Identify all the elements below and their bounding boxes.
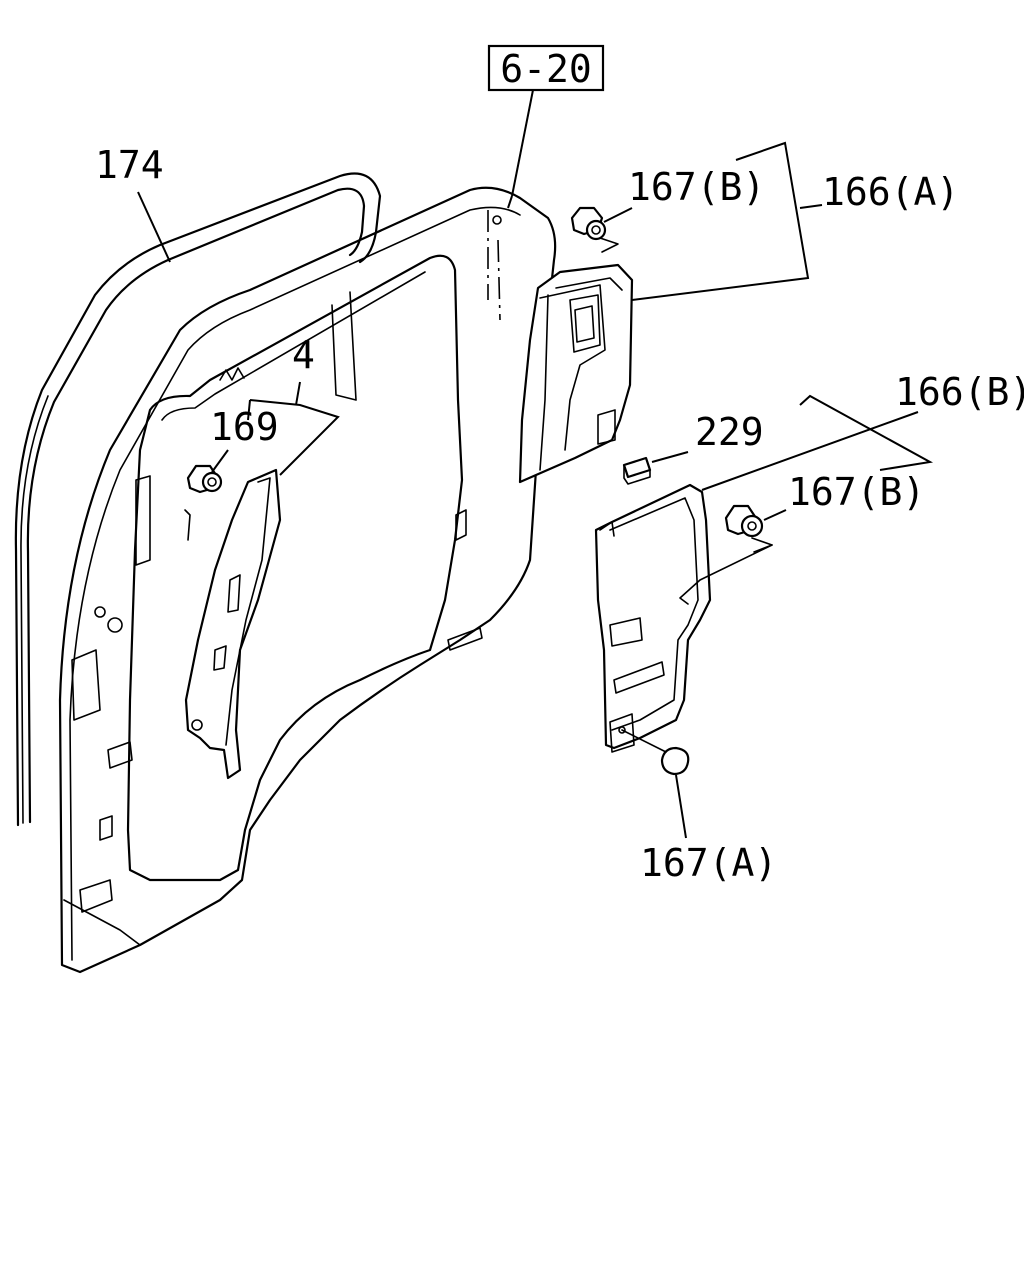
leader-ref-box [511, 89, 534, 197]
leader-169 [211, 449, 229, 473]
callout-167b-upper: 167(B) [628, 165, 765, 209]
reference-box: 6-20 [487, 44, 605, 92]
clip-167b-lower [679, 504, 773, 605]
clip-169 [186, 464, 223, 494]
lower-door-trim [594, 483, 712, 753]
pad-229 [622, 456, 652, 485]
clip-167b-upper [570, 206, 619, 253]
pillar-trim [184, 468, 282, 780]
callout-166b: 166(B) [895, 370, 1024, 414]
reference-label: 6-20 [500, 47, 592, 91]
leader-ref-to-panel [507, 195, 513, 209]
leader-4-branch [247, 399, 251, 421]
callout-167a: 167(A) [640, 841, 777, 885]
clip-167a [618, 726, 690, 776]
callout-4: 4 [292, 333, 315, 377]
upper-door-trim [518, 263, 634, 484]
leader-166b [701, 394, 934, 491]
leader-167b-upper [603, 207, 633, 223]
door-weatherstrip [14, 172, 382, 827]
leader-167b-lower [763, 509, 787, 521]
callout-229: 229 [695, 410, 764, 454]
door-inner-panel [58, 186, 557, 974]
callout-174: 174 [95, 143, 164, 187]
leader-174 [137, 191, 171, 263]
leader-166a [631, 141, 823, 301]
callout-169: 169 [210, 405, 279, 449]
leader-229 [651, 451, 689, 463]
leader-167a [675, 774, 687, 839]
leader-4 [249, 381, 340, 476]
callout-167b-lower: 167(B) [788, 470, 925, 514]
callout-166a: 166(A) [822, 170, 959, 214]
